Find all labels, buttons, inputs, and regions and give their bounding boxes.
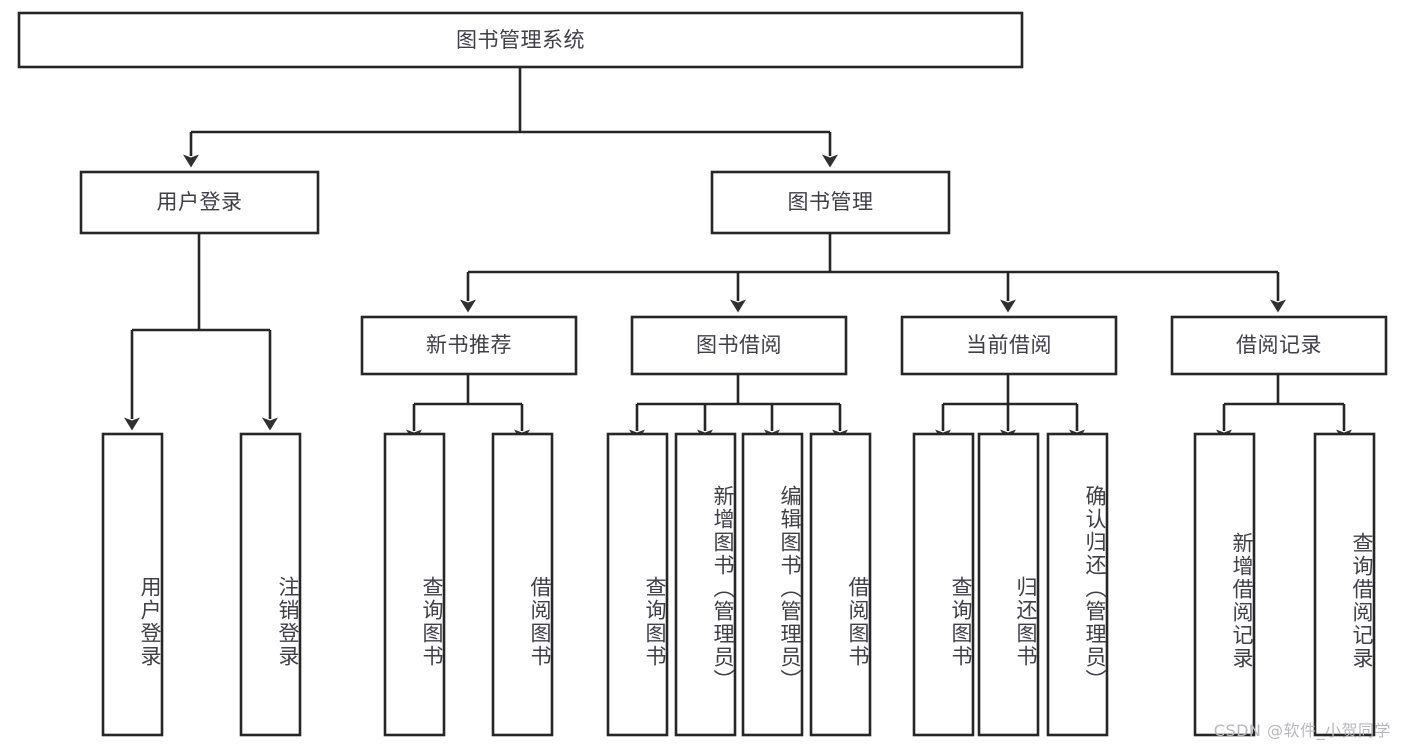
node-box-leaf-edit-book — [741, 432, 804, 737]
node-box-leaf-query-record — [1313, 432, 1376, 737]
node-box-leaf-confirm-return — [1046, 432, 1109, 737]
node-box-leaf-query-book-2 — [606, 432, 669, 737]
node-box-borrow-record — [1170, 315, 1388, 376]
node-box-book-borrow — [630, 315, 848, 376]
connector-bookborrow-to-leaves — [629, 374, 848, 443]
node-box-current-borrow — [900, 315, 1118, 376]
connector-newbook-to-leaves — [406, 374, 530, 443]
connector-userlogin-to-leaves — [124, 233, 278, 431]
connector-root-to-level1 — [183, 67, 838, 168]
connector-borrowrecord-to-leaves — [1216, 374, 1352, 443]
connector-currentborrow-to-leaves — [935, 374, 1085, 443]
node-box-leaf-borrow-book-1 — [491, 432, 554, 737]
node-box-leaf-user-login — [101, 432, 164, 737]
node-box-root — [17, 11, 1024, 69]
connector-bookmanage-to-level2 — [460, 233, 1286, 313]
node-box-leaf-query-book-1 — [383, 432, 446, 737]
node-box-leaf-return-book — [977, 432, 1040, 737]
node-box-book-manage — [710, 170, 951, 235]
node-box-new-book-recommend — [360, 315, 578, 376]
node-box-leaf-add-book — [674, 432, 737, 737]
node-box-leaf-borrow-book-2 — [809, 432, 872, 737]
node-box-user-login — [79, 170, 320, 235]
node-box-leaf-logout — [239, 432, 302, 737]
csdn-watermark: CSDN @软件_小贺同学 — [1213, 721, 1391, 740]
node-box-leaf-add-record — [1193, 432, 1256, 737]
node-box-leaf-query-book-3 — [912, 432, 975, 737]
